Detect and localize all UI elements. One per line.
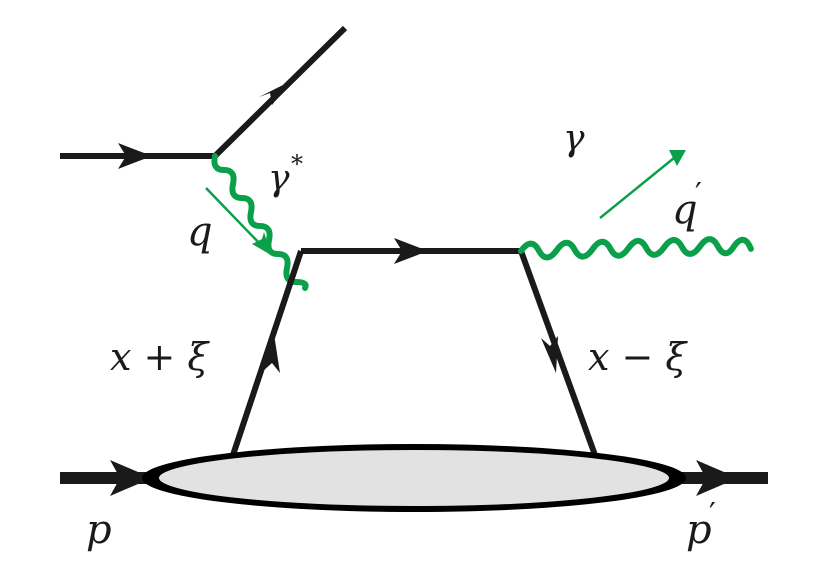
- quark-line-x-minus-xi: [518, 249, 598, 457]
- virtual-photon-line: [211, 153, 309, 291]
- virtual-photon-star: *: [291, 150, 303, 178]
- q-momentum-arrow: [205, 187, 271, 255]
- incoming-lepton-line: [60, 143, 215, 169]
- real-photon-label: γ: [563, 118, 585, 159]
- x-plus-xi-label: x + ξ: [110, 335, 210, 379]
- outgoing-proton-arrow: [696, 460, 738, 496]
- incoming-proton-arrow: [110, 460, 152, 496]
- outgoing-lepton-line: [212, 25, 348, 159]
- incoming-lepton-arrow: [118, 143, 152, 169]
- outgoing-lepton-arrow: [259, 81, 291, 105]
- quark-propagator: [301, 238, 521, 264]
- propagator-arrow: [394, 238, 428, 264]
- virtual-photon-label: γ: [268, 158, 290, 199]
- q-prime-momentum-arrow: [599, 150, 686, 219]
- q-prime-label: q: [672, 187, 698, 233]
- p-label: p: [86, 507, 112, 553]
- real-photon-line: [518, 236, 754, 261]
- quark-down-arrow: [541, 336, 558, 373]
- quark-line-x-plus-xi: [230, 250, 304, 456]
- x-minus-xi-label: x − ξ: [588, 335, 688, 379]
- q-prime-mark: ′: [695, 177, 702, 212]
- p-prime-label: p: [686, 507, 712, 553]
- gpd-blob: [142, 444, 686, 512]
- q-label: q: [187, 209, 213, 255]
- gpd-blob-inner: [157, 448, 671, 508]
- quark-up-arrow: [263, 334, 280, 373]
- p-prime-mark: ′: [709, 497, 716, 532]
